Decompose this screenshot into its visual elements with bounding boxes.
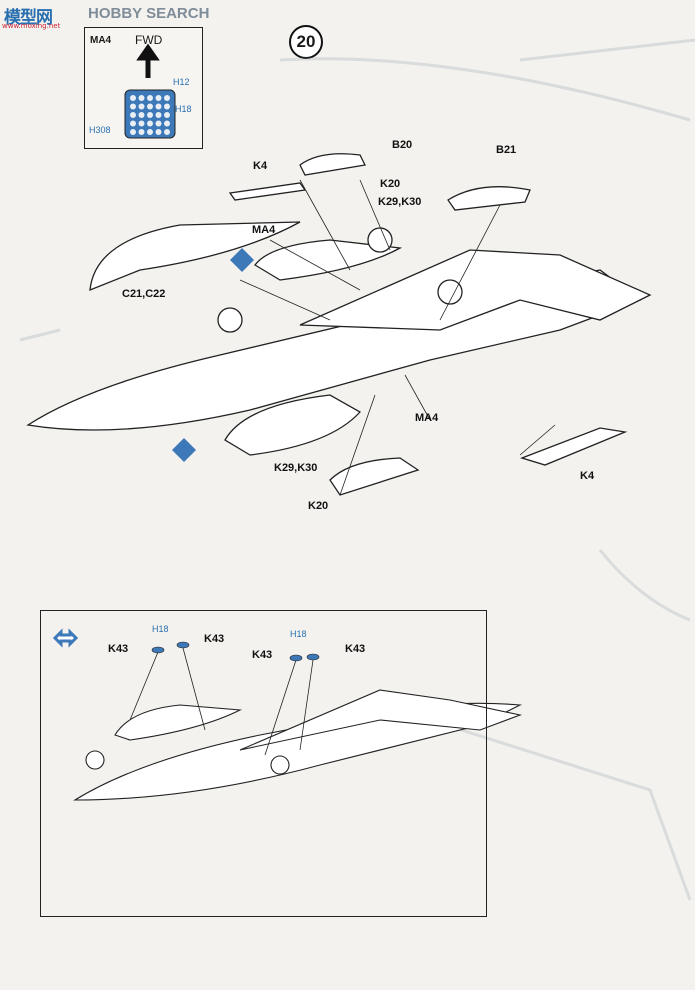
mesh-dot xyxy=(130,103,136,110)
mesh-dot xyxy=(147,112,153,118)
label-k29k30-bottom: K29,K30 xyxy=(274,462,318,474)
label-k43-4: K43 xyxy=(345,643,366,655)
k43-part xyxy=(176,641,190,649)
mesh-dot xyxy=(164,129,170,135)
watermark-url: www.moxing.net xyxy=(2,22,61,30)
inset-part-label: MA4 xyxy=(90,35,112,46)
label-k4-right: K4 xyxy=(580,470,595,482)
mesh-dot xyxy=(147,103,153,110)
watermark-brand: HOBBY SEARCH xyxy=(88,5,210,22)
diamond-marker-top xyxy=(230,248,254,272)
mesh-dot xyxy=(130,120,136,127)
mesh-dot xyxy=(138,112,145,118)
mesh-dot xyxy=(155,120,162,127)
label-k4-top: K4 xyxy=(253,160,268,172)
label-k43-1: K43 xyxy=(108,643,129,655)
mesh-dot xyxy=(155,103,162,110)
mesh-dot xyxy=(155,112,162,118)
watermark-logo: 模型网 xyxy=(4,8,53,28)
ref-h18-left: H18 xyxy=(152,624,169,634)
mesh-dot xyxy=(147,129,153,135)
mesh-dot xyxy=(155,129,162,135)
label-ma4-mid: MA4 xyxy=(415,412,439,424)
mesh-dot xyxy=(155,95,162,101)
ref-h18: H18 xyxy=(175,104,192,114)
k43-part xyxy=(151,646,165,654)
k43-part xyxy=(289,654,303,662)
label-k43-3: K43 xyxy=(252,649,273,661)
mesh-dot xyxy=(130,95,136,101)
ref-h18-right: H18 xyxy=(290,629,307,639)
mesh-dot xyxy=(164,95,170,101)
label-k43-2: K43 xyxy=(204,633,225,645)
label-c21c22: C21,C22 xyxy=(122,288,166,300)
mesh-dot xyxy=(164,103,170,110)
mesh-dot xyxy=(138,95,145,101)
label-ma4-top: MA4 xyxy=(252,224,276,236)
mesh-dot xyxy=(164,112,170,118)
mesh-dot xyxy=(138,103,145,110)
label-k20-top: K20 xyxy=(380,178,401,190)
ref-h12: H12 xyxy=(173,77,190,87)
ref-h308: H308 xyxy=(89,125,111,135)
label-k29k30-top: K29,K30 xyxy=(378,196,422,208)
label-b21: B21 xyxy=(496,144,517,156)
k43-part xyxy=(306,653,320,661)
mesh-dot xyxy=(130,129,136,135)
mesh-dot xyxy=(130,112,136,118)
label-b20: B20 xyxy=(392,139,413,151)
mesh-dot xyxy=(138,120,145,127)
orientation-inset: MA4 FWD H12 H18 H308 xyxy=(84,27,203,149)
mesh-dot xyxy=(164,120,170,127)
step-number: 20 xyxy=(289,25,323,59)
fwd-label: FWD xyxy=(135,33,163,47)
mesh-dot xyxy=(147,95,153,101)
mesh-dot xyxy=(147,120,153,127)
label-k20-bottom: K20 xyxy=(308,500,329,512)
sub-detail-box xyxy=(40,610,487,917)
mesh-dot xyxy=(138,129,145,135)
diamond-marker-bottom xyxy=(172,438,196,462)
watermark: 模型网 HOBBY SEARCH www.moxing.net xyxy=(0,0,210,32)
mesh-grid xyxy=(130,95,170,135)
